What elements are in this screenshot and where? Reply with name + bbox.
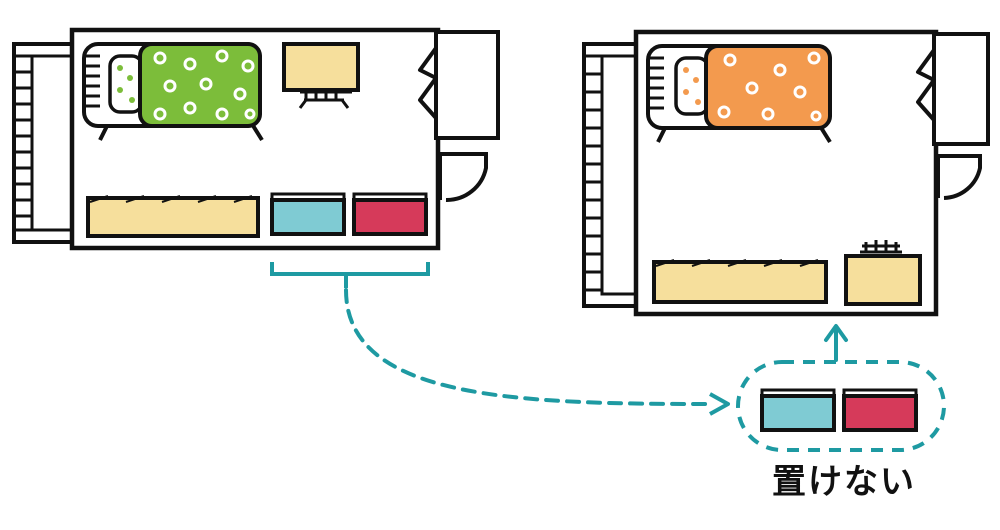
storage-box-icon [270, 192, 346, 236]
excluded-items-group [736, 360, 946, 452]
left-room [12, 27, 500, 288]
door-icon [936, 154, 982, 200]
chair-icon [860, 240, 902, 254]
desk-icon [282, 42, 360, 92]
bed-icon [82, 42, 264, 142]
up-arrow-icon [824, 324, 848, 362]
wooden-storage [652, 260, 828, 304]
dashed-arrow-icon [344, 288, 730, 416]
bracket [270, 262, 430, 288]
window-icon [12, 42, 76, 244]
headboard [84, 54, 100, 108]
wooden-storage [86, 196, 260, 238]
closet-icon [916, 32, 990, 146]
door-icon [438, 152, 488, 203]
closet-icon [418, 30, 500, 140]
window-rail [14, 54, 32, 232]
chair-icon [298, 90, 352, 109]
storage-box-icon [352, 192, 428, 236]
bed-icon [646, 44, 832, 144]
pillow [108, 54, 144, 114]
desk-icon [844, 254, 922, 306]
cannot-place-caption: 置けない [772, 462, 916, 502]
storage-box-icon [842, 388, 918, 432]
window-icon [582, 42, 640, 308]
right-room [582, 29, 990, 362]
storage-box-icon [760, 388, 836, 432]
